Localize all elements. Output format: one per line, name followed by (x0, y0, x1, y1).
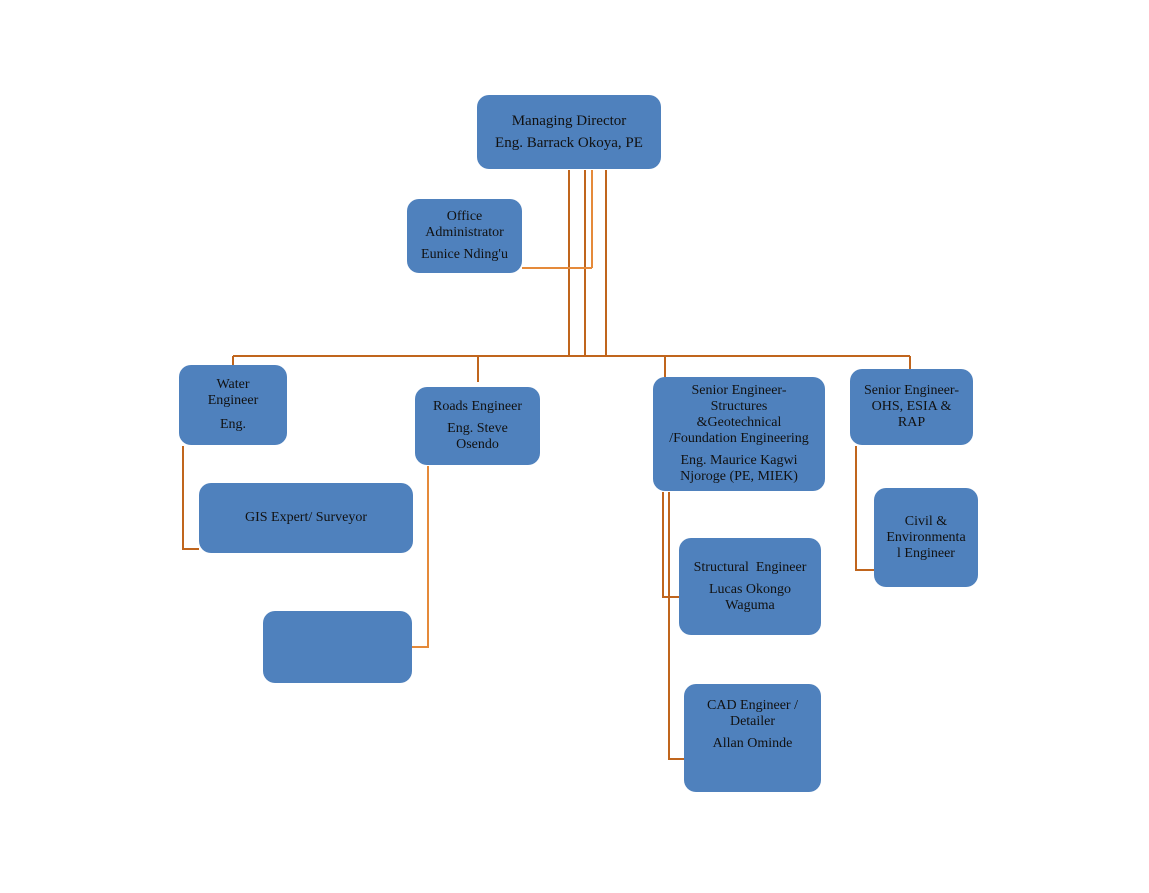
senior-structures-title-line-2: Structures (710, 399, 768, 414)
civil-environmental-title-line-1: Civil & (904, 513, 948, 529)
senior-structures-name-line-1: Eng. Maurice Kagwi (680, 453, 798, 468)
cad-engineer-name: Allan Ominde (712, 736, 793, 751)
roads-engineer-box: Roads Engineer Eng. Steve Osendo (415, 387, 540, 465)
roads-engineer-name-line-2: Osendo (456, 437, 499, 452)
water-to-gis-connector (182, 446, 199, 550)
structural-engineer-name-line-2: Waguma (725, 597, 775, 613)
office-administrator-name: Eunice Nding'u (421, 247, 508, 262)
water-engineer-title-line-2: Engineer (207, 393, 259, 408)
senior-ohs-title-line-2: OHS, ESIA & (871, 399, 952, 414)
managing-director-title: Managing Director (511, 113, 627, 129)
roads-engineer-title: Roads Engineer (432, 399, 523, 414)
water-engineer-box: Water Engineer Eng. (179, 365, 287, 445)
gis-expert-box: GIS Expert/ Surveyor (199, 483, 413, 553)
civil-environmental-engineer-box: Civil & Environmenta l Engineer (874, 488, 978, 587)
roads-engineer-name-line-1: Eng. Steve (447, 421, 508, 436)
senior-engineer-ohs-box: Senior Engineer- OHS, ESIA & RAP (850, 369, 973, 445)
office-administrator-title-line-1: Office (446, 209, 483, 224)
senior-engineer-structures-box: Senior Engineer- Structures &Geotechnica… (653, 377, 825, 491)
managing-director-box: Managing Director Eng. Barrack Okoya, PE (477, 95, 661, 169)
civil-environmental-title-line-3: l Engineer (897, 545, 955, 561)
cad-engineer-title-line-1: CAD Engineer / (707, 698, 798, 713)
structures-to-structural-connector (662, 492, 679, 598)
senior-structures-title-line-4: /Foundation Engineering (669, 431, 809, 446)
structural-engineer-name-line-1: Lucas Okongo (708, 581, 792, 597)
office-administrator-title-line-2: Administrator (425, 225, 504, 240)
ohs-to-civil-connector (855, 446, 874, 571)
cad-engineer-box: CAD Engineer / Detailer Allan Ominde (684, 684, 821, 792)
civil-environmental-title-line-2: Environmenta (886, 529, 966, 545)
senior-structures-title-line-3: &Geotechnical (696, 415, 782, 430)
gis-expert-title: GIS Expert/ Surveyor (244, 510, 368, 525)
structural-engineer-title: Structural Engineer (693, 559, 807, 575)
water-engineer-name: Eng. (219, 417, 247, 432)
office-administrator-box: Office Administrator Eunice Nding'u (407, 199, 522, 273)
cad-engineer-title-line-2: Detailer (729, 714, 776, 729)
roads-to-blank-connector (412, 466, 429, 648)
managing-director-name: Eng. Barrack Okoya, PE (495, 135, 643, 151)
senior-ohs-title-line-3: RAP (897, 415, 926, 430)
structures-to-cad-connector (668, 492, 684, 760)
blank-box (263, 611, 412, 683)
water-engineer-title-line-1: Water (216, 377, 250, 392)
senior-ohs-title-line-1: Senior Engineer- (864, 383, 959, 398)
senior-structures-title-line-1: Senior Engineer- (691, 383, 787, 398)
senior-structures-name-line-2: Njoroge (PE, MIEK) (680, 469, 798, 484)
structural-engineer-box: Structural Engineer Lucas Okongo Waguma (679, 538, 821, 635)
